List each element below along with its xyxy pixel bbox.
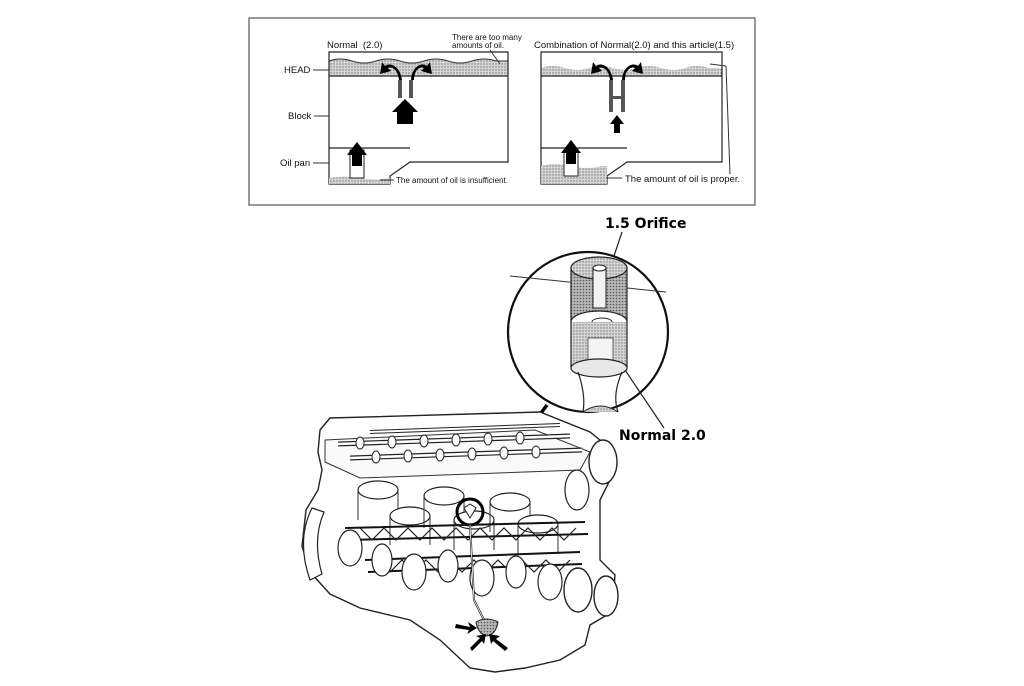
orifice-magnifier: 1.5 Orifice Normal 2.0 [506,216,706,444]
combo-split-right-icon [622,62,643,80]
panel-frame [248,17,756,206]
oil-strainer [475,618,499,637]
orifice-restriction [612,96,622,99]
combination-diagram: Combination of Normal(2.0) and this arti… [534,40,740,185]
cam-pulley-front [588,439,618,485]
insufficient-label: The amount of oil is insufficient. [396,176,508,185]
combo-split-left-icon [591,62,613,80]
too-many-leader [489,49,501,65]
pan-up-arrow-icon [347,142,367,166]
camshaft-rear-hl [369,424,561,433]
normal-orifice-bottom [570,358,628,378]
pan-oil-low [329,176,390,184]
combo-head-leader [709,63,727,67]
small-up-arrow-icon [610,115,624,133]
row-labels: HEAD Block Oil pan [280,65,329,169]
pipe-flare-fill [582,405,619,413]
normal-diagram: Normal (2.0) There are too many amounts … [327,33,522,185]
cam-lobes [355,431,541,464]
orifice-15-callout: 1.5 Orifice [605,216,686,232]
row-label-block: Block [288,111,311,122]
camshaft-exhaust-hl [349,448,583,460]
passage-left [398,80,402,98]
head-oil-normal [541,66,722,76]
normal-orifice-window [587,337,614,363]
oil-feed-pipe-hl [469,524,485,621]
head-oil-surface [328,58,508,64]
marker-inner [463,503,477,519]
flywheel [302,507,325,581]
normal-title: Normal (2.0) [327,40,382,51]
strainer-arrow-left-icon [455,622,477,634]
combination-title: Combination of Normal(2.0) and this arti… [534,40,734,51]
combo-passage-left [609,80,613,112]
pipe-flare [577,371,623,413]
orifice-pin [592,267,607,309]
combo-passage-right [621,80,625,112]
split-arrow-right-icon [411,62,432,80]
engine-illustration [301,411,619,673]
crankshaft [337,529,619,617]
row-label-oil-pan: Oil pan [280,158,310,169]
passage-right [409,80,413,98]
combo-right-leader [725,65,731,175]
proper-label: The amount of oil is proper. [625,174,740,185]
split-arrow-left-icon [380,62,402,80]
strainer-arrow-bottom-left-icon [470,634,486,651]
normal-20-callout: Normal 2.0 [619,428,706,444]
strainer-arrow-bottom-right-icon [489,634,508,651]
oil-comparison-panel: Normal (2.0) There are too many amounts … [248,17,756,206]
combo-pan-up-arrow-icon [561,140,581,164]
cam-pulley-rear [564,469,590,511]
too-many-note-2: amounts of oil. [452,41,504,50]
large-up-arrow-icon [392,99,418,124]
row-label-head: HEAD [284,65,311,76]
normal-20-leader [624,369,665,429]
too-many-note-1: There are too many [452,33,522,42]
orifice-pin-top [592,264,607,272]
